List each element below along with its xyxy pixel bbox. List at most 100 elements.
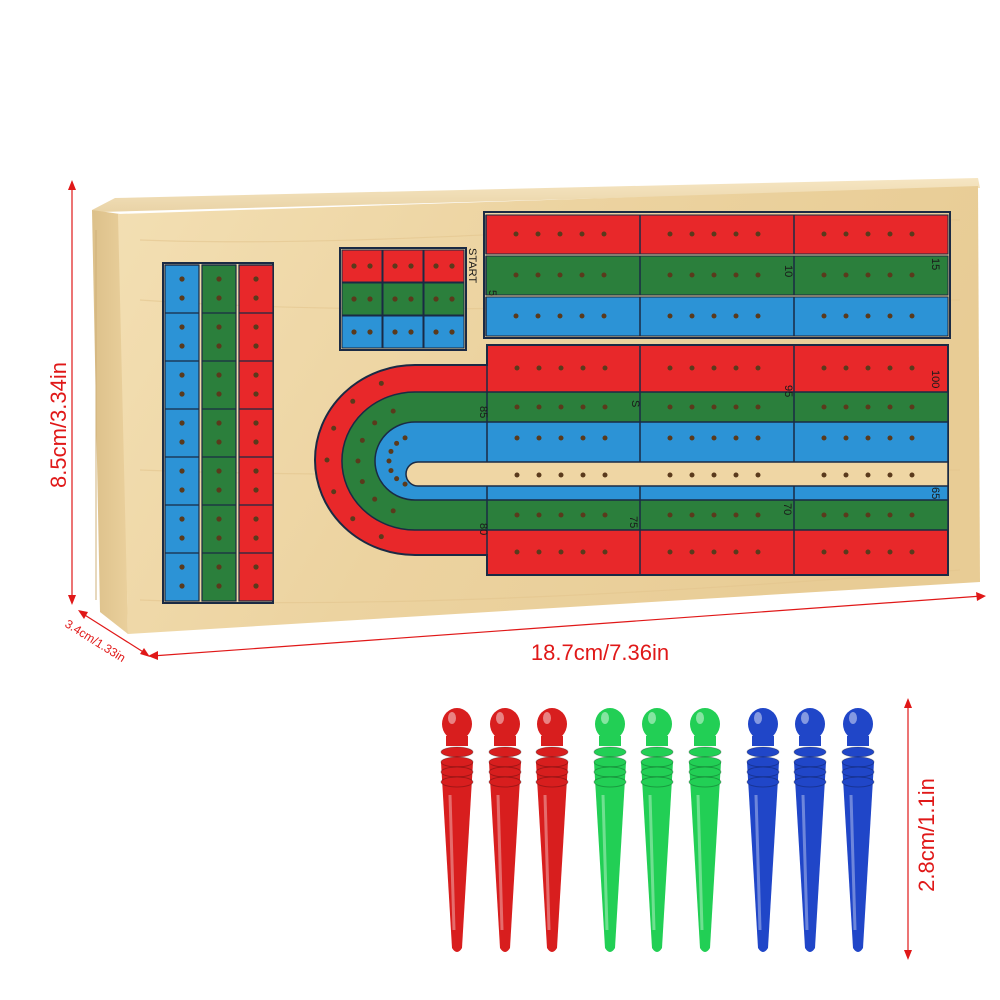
start-cell-red [423, 249, 465, 283]
start-grid [339, 247, 467, 351]
peg-hole [390, 508, 396, 514]
peg-hole [514, 404, 520, 410]
peg-hole [433, 296, 439, 302]
peg-hole [433, 329, 439, 335]
peg-hole [514, 365, 520, 371]
peg-hole [821, 231, 827, 237]
peg-hole [909, 404, 915, 410]
peg-hole [755, 272, 761, 278]
peg-hole [367, 263, 373, 269]
peg-hole [821, 365, 827, 371]
peg-length-dimension-label: 2.8cm/1.1in [914, 778, 939, 892]
peg-hole [602, 512, 608, 518]
peg-hole [179, 439, 185, 445]
peg-hole [514, 512, 520, 518]
peg-hole [408, 296, 414, 302]
peg-hole [402, 481, 408, 487]
peg-hole [558, 435, 564, 441]
peg-hole [602, 435, 608, 441]
top-track-blue [485, 296, 949, 337]
peg-hole [392, 263, 398, 269]
peg-hole [351, 263, 357, 269]
peg-blue [793, 708, 827, 952]
peg-hole [253, 295, 259, 301]
peg-hole [909, 313, 915, 319]
peg-hole [689, 313, 695, 319]
peg-hole [179, 276, 185, 282]
peg-hole [821, 435, 827, 441]
peg-hole [216, 295, 222, 301]
peg-hole [909, 365, 915, 371]
track-number-85: 85 [477, 406, 489, 418]
peg-hole [689, 231, 695, 237]
peg-hole [821, 313, 827, 319]
left-score-column [162, 262, 274, 604]
peg-hole [865, 313, 871, 319]
peg-hole [843, 512, 849, 518]
peg-hole [179, 372, 185, 378]
board-left-side [92, 210, 128, 634]
peg-hole [601, 231, 607, 237]
peg-hole [865, 231, 871, 237]
peg-hole [580, 365, 586, 371]
peg-hole [179, 487, 185, 493]
peg-hole [372, 496, 378, 502]
peg-hole [887, 365, 893, 371]
peg-green [688, 708, 722, 952]
peg-hole [733, 365, 739, 371]
peg-red [535, 708, 569, 952]
peg-hole [216, 535, 222, 541]
peg-hole [253, 583, 259, 589]
peg-hole [535, 313, 541, 319]
peg-hole [216, 276, 222, 282]
start-cell-blue [382, 315, 424, 349]
pegs [440, 708, 875, 952]
peg-hole [755, 365, 761, 371]
peg-blue [746, 708, 780, 952]
peg-blue [841, 708, 875, 952]
peg-hole [378, 380, 384, 386]
peg-hole [514, 435, 520, 441]
peg-hole [350, 516, 356, 522]
peg-hole [359, 437, 365, 443]
left-column-green [201, 264, 237, 602]
peg-hole [733, 404, 739, 410]
peg-hole [711, 549, 717, 555]
peg-hole [253, 439, 259, 445]
peg-hole [711, 313, 717, 319]
height-dimension: 8.5cm/3.34in [46, 180, 76, 605]
peg-hole [253, 343, 259, 349]
peg-hole [843, 272, 849, 278]
peg-hole [557, 231, 563, 237]
peg-hole [711, 404, 717, 410]
peg-hole [887, 404, 893, 410]
peg-hole [216, 324, 222, 330]
peg-hole [602, 472, 608, 478]
start-cell-blue [423, 315, 465, 349]
peg-hole [667, 313, 673, 319]
peg-hole [216, 391, 222, 397]
peg-hole [667, 272, 673, 278]
peg-hole [536, 365, 542, 371]
peg-hole [667, 404, 673, 410]
peg-hole [580, 404, 586, 410]
peg-hole [887, 231, 893, 237]
peg-hole [755, 231, 761, 237]
peg-hole [253, 487, 259, 493]
peg-hole [253, 276, 259, 282]
peg-hole [513, 231, 519, 237]
peg-hole [689, 549, 695, 555]
peg-hole [394, 476, 400, 482]
track-number-95: 95 [782, 385, 794, 397]
peg-hole [887, 313, 893, 319]
top-track-red [485, 214, 949, 255]
peg-hole [388, 468, 394, 474]
peg-hole [558, 512, 564, 518]
track-number-s: S [629, 400, 641, 407]
peg-hole [843, 549, 849, 555]
peg-hole [843, 231, 849, 237]
peg-red [440, 708, 474, 952]
peg-hole [711, 512, 717, 518]
peg-hole [558, 549, 564, 555]
start-label: START [466, 248, 478, 283]
